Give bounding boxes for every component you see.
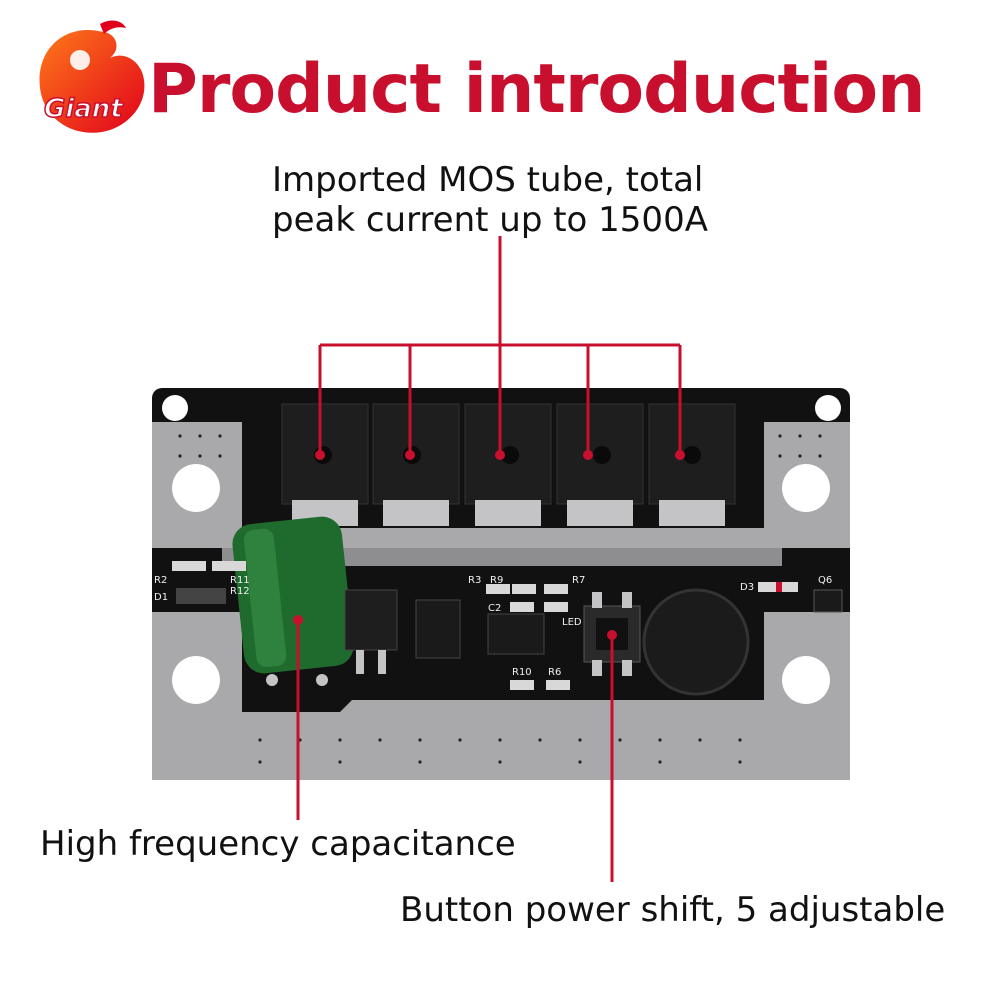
push-button-component	[583, 592, 641, 676]
callout-lines	[296, 236, 682, 882]
pcb-label-d1: D1	[154, 592, 168, 603]
brand-logo: Giant	[18, 18, 158, 148]
bridge-chip	[415, 599, 461, 659]
transistor-q6	[813, 589, 843, 613]
pcb-label-r10: R10	[512, 667, 532, 678]
pcb-label-led: LED	[562, 617, 582, 628]
page-title: Product introduction	[148, 50, 925, 129]
mos-callout-line-2: peak current up to 1500A	[272, 200, 708, 240]
pcb-label-r3: R3	[468, 575, 481, 586]
pcb-label-r9: R9	[490, 575, 503, 586]
controller-ic	[487, 613, 545, 655]
mos-tubes	[281, 403, 736, 526]
capacitor-callout-label: High frequency capacitance	[40, 824, 516, 864]
mos-callout-line-1: Imported MOS tube, total	[272, 160, 704, 200]
mos-tube	[372, 403, 460, 526]
pcb-label-q6: Q6	[818, 575, 832, 586]
callout-endpoints	[293, 450, 685, 640]
pcb-silkscreen: R2 D1 R11 R12 R3 R9 C2 R7 LED R10 R6 D3 …	[154, 575, 832, 678]
mos-tube	[648, 403, 736, 526]
voltage-regulator	[344, 589, 398, 651]
pcb-label-r7: R7	[572, 575, 585, 586]
diode-marker	[776, 582, 782, 592]
electrolytic-capacitor	[232, 516, 354, 686]
mounting-holes	[162, 395, 841, 704]
pcb-label-c2: C2	[488, 603, 501, 614]
mos-callout-label: Imported MOS tube, total peak current up…	[272, 160, 708, 240]
mos-tube	[556, 403, 644, 526]
pcb-label-r2: R2	[154, 575, 167, 586]
pcb-label-r11: R11	[230, 575, 250, 586]
via-dots	[178, 434, 822, 764]
button-callout-label: Button power shift, 5 adjustable	[400, 890, 946, 930]
buzzer	[642, 588, 750, 696]
pcb-label-r12: R12	[230, 586, 250, 597]
copper-strip-top	[264, 528, 764, 548]
pcb-label-d3: D3	[740, 582, 754, 593]
mos-tube	[281, 403, 369, 526]
logo-emblem-icon	[39, 20, 145, 133]
copper-pad-bottom	[152, 612, 850, 780]
logo-text: Giant	[43, 93, 123, 125]
copper-shadow-band	[222, 548, 782, 566]
pcb-label-r6: R6	[548, 667, 561, 678]
mos-tube	[464, 403, 552, 526]
